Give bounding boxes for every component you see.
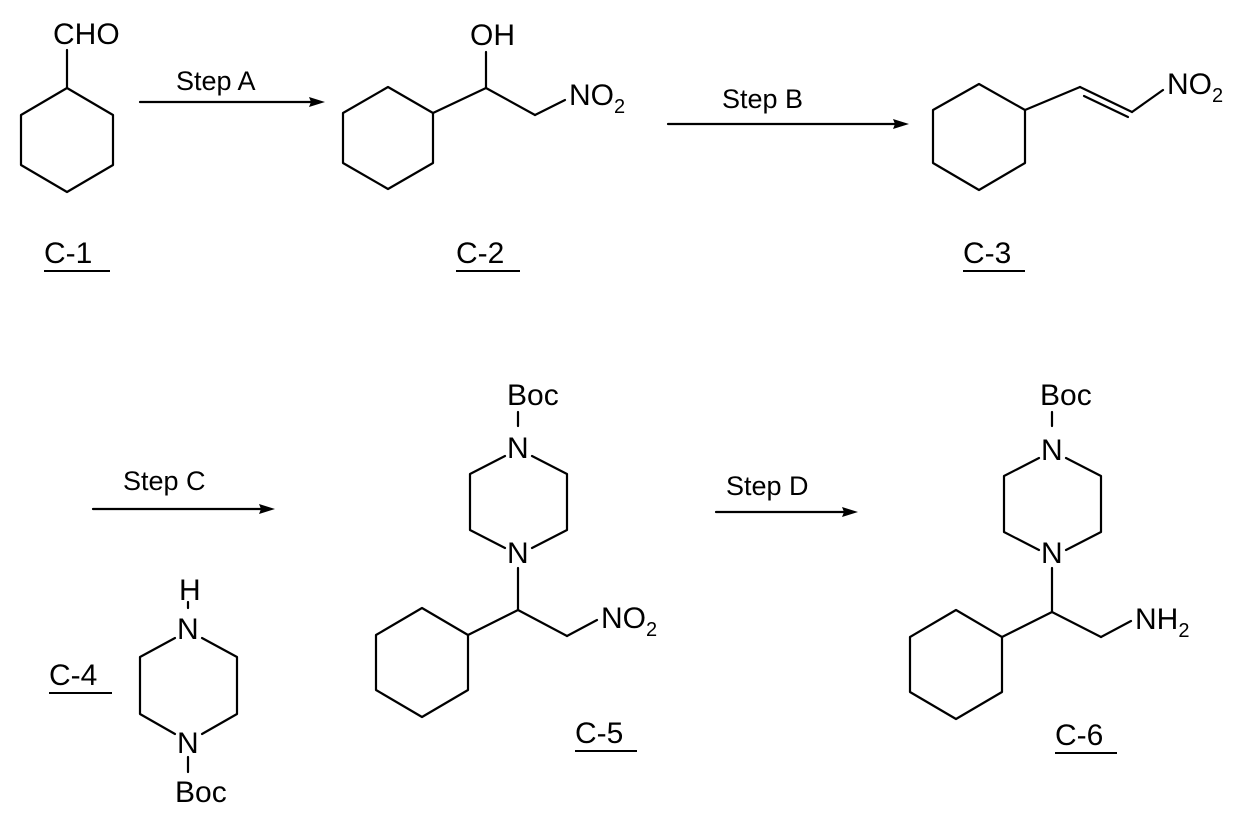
step-a-label: Step A [176, 66, 256, 96]
c6-bond-ch2-nh2 [1101, 621, 1131, 637]
c4-piperazine-right [202, 638, 237, 734]
step-c-arrowhead [259, 504, 275, 514]
c6-bond-chiral-ch2 [1052, 612, 1101, 637]
compound-c1: CHO C-1 [21, 18, 120, 271]
c5-id-label: C-5 [575, 717, 623, 750]
c6-piperazine-right [1066, 458, 1101, 550]
c5-n-bottom-label: N [507, 537, 529, 570]
step-d-arrowhead [842, 507, 858, 517]
step-c-label: Step C [123, 466, 206, 496]
c6-piperazine-left [1004, 458, 1039, 550]
c5-n-top-label: N [507, 432, 529, 465]
c6-cyclohexane-ring [910, 610, 1002, 719]
c2-bond-chiral-ch2 [486, 88, 535, 115]
c1-cho-label: CHO [53, 18, 120, 51]
c3-double-bond [1080, 87, 1132, 112]
c5-no2-label: NO2 [601, 602, 657, 641]
c2-no2-label: NO2 [569, 79, 625, 118]
compound-c3: NO2 C-3 [933, 68, 1223, 271]
c5-bond-ch2-no2 [567, 620, 597, 636]
step-d-arrow: Step D [716, 471, 858, 517]
c2-bond-ring-chiral [433, 88, 486, 113]
c3-bond-vinyl-no2 [1132, 90, 1163, 112]
compound-c6: Boc N N NH2 C-6 [910, 379, 1189, 753]
c5-bond-chiral-ring [468, 610, 518, 635]
compound-c4: H N N Boc C-4 [49, 574, 237, 809]
c4-n-top-label: N [177, 613, 199, 646]
c4-h-label: H [179, 574, 201, 607]
compound-c2: OH NO2 C-2 [343, 19, 625, 271]
step-b-arrow: Step B [668, 84, 909, 129]
step-b-arrowhead [893, 119, 909, 129]
c5-piperazine-left [470, 456, 505, 548]
c2-id-label: C-2 [456, 237, 504, 270]
c6-boc-label: Boc [1040, 379, 1092, 412]
step-a-arrowhead [309, 97, 325, 107]
c2-bond-ch2-no2 [535, 100, 565, 115]
c2-cyclohexane-ring [343, 87, 433, 189]
c4-piperazine-left [140, 638, 175, 734]
c3-id-label: C-3 [963, 237, 1011, 270]
c4-n-bottom-label: N [177, 727, 199, 760]
c5-bond-chiral-ch2 [518, 610, 567, 636]
c6-id-label: C-6 [1055, 719, 1103, 752]
c1-cyclohexane-ring [21, 88, 113, 192]
step-b-label: Step B [722, 84, 803, 114]
c6-bond-chiral-ring [1002, 612, 1052, 637]
step-d-label: Step D [726, 471, 809, 501]
c6-n-top-label: N [1041, 434, 1063, 467]
c3-cyclohexane-ring [933, 84, 1025, 190]
c5-piperazine-right [532, 456, 567, 548]
compound-c5: Boc N N NO2 C-5 [376, 379, 657, 751]
c4-id-label: C-4 [49, 659, 97, 692]
step-c-arrow: Step C [93, 466, 275, 514]
c3-no2-label: NO2 [1167, 68, 1223, 107]
c5-cyclohexane-ring [376, 608, 468, 717]
c2-oh-label: OH [470, 19, 515, 52]
step-a-arrow: Step A [140, 66, 325, 107]
c3-bond-ring-vinyl [1025, 87, 1080, 110]
c5-boc-label: Boc [507, 379, 559, 412]
c6-nh2-label: NH2 [1135, 603, 1189, 642]
c6-n-bottom-label: N [1041, 537, 1063, 570]
c4-boc-label: Boc [175, 776, 227, 809]
c1-id-label: C-1 [44, 237, 92, 270]
